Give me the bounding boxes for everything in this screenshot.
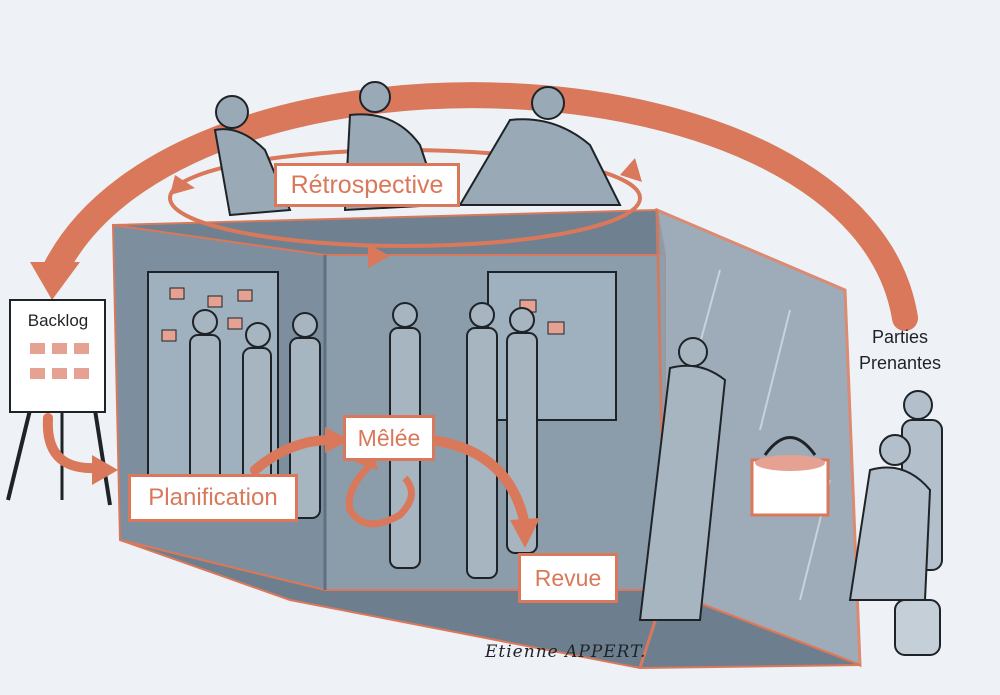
team-members-in-room <box>189 302 727 621</box>
retrospective-arrowhead-left <box>170 175 195 195</box>
artist-signature: Etienne APPERT. <box>485 642 647 662</box>
review-label: Revue <box>518 553 618 603</box>
stakeholder-feedback-arrow <box>42 82 918 331</box>
glass-reflection-2 <box>759 309 791 431</box>
sticky-note-4 <box>227 317 243 330</box>
stakeholders-label-line1: Parties <box>871 327 929 347</box>
stakeholders <box>848 390 943 656</box>
sticky-note-3 <box>237 289 253 302</box>
planning-to-scrum-arrowhead <box>325 427 350 453</box>
sticky-note-1 <box>169 287 185 300</box>
retrospective-arrowhead-right <box>620 158 642 182</box>
sticky-note-5 <box>161 329 177 342</box>
scrum-daily-loop <box>345 462 415 528</box>
product-basket <box>750 436 830 517</box>
scrum-to-review-arrow <box>425 435 530 530</box>
retrospective-label: Rétrospective <box>274 163 460 207</box>
backlog-to-planning-arrowhead <box>92 455 118 485</box>
retrospective-arrowhead-bottom <box>368 244 390 268</box>
scrum-label: Mêlée <box>343 415 435 461</box>
stakeholder-feedback-arrowhead <box>30 262 80 300</box>
planning-label: Planification <box>128 474 298 522</box>
backlog-label: Backlog <box>27 311 89 330</box>
sticky-note-7 <box>547 321 565 335</box>
sticky-note-2 <box>207 295 223 308</box>
stakeholders-label-line2: Prenantes <box>858 353 942 373</box>
scrum-to-review-arrowhead <box>510 518 540 548</box>
planning-to-scrum-arrow <box>250 435 335 475</box>
backlog-to-planning-arrow <box>42 413 100 474</box>
